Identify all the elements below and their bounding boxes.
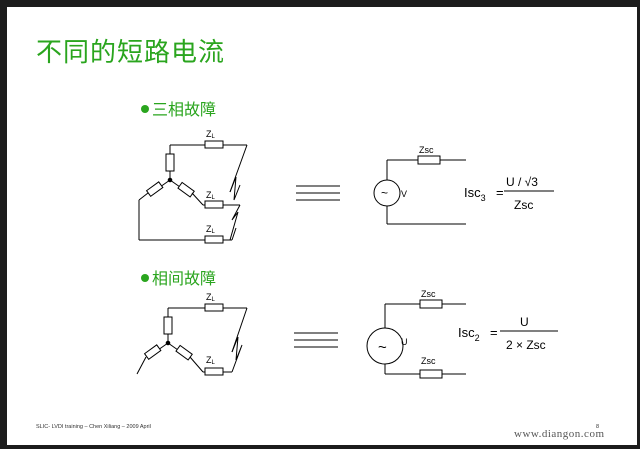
- zsc-label: Zsc: [419, 145, 434, 155]
- formula-denominator: 2 × Zsc: [506, 338, 546, 352]
- source-v-label: V: [401, 189, 407, 199]
- source-u-label: U: [401, 337, 408, 347]
- equivalence-symbols: [294, 185, 340, 348]
- formula-eq: =: [496, 185, 504, 200]
- zl-label: ZL: [206, 355, 216, 366]
- zl-label: ZL: [206, 129, 216, 140]
- slide-footer: SLIC- LVDI training – Chen Xiliang – 200…: [36, 424, 151, 430]
- source-tilde: ~: [378, 339, 387, 356]
- phase-to-phase-circuit: [136, 303, 248, 376]
- equivalent-circuit-1: [373, 155, 466, 225]
- formula-numerator: U: [520, 315, 529, 329]
- zl-labels: ZL ZL ZL ZL ZL: [206, 129, 216, 366]
- zsc-label: Zsc: [421, 289, 436, 299]
- formula-lhs: Isc3: [464, 185, 486, 203]
- formula-lhs: Isc2: [458, 325, 480, 343]
- three-phase-circuit: [138, 140, 248, 244]
- bullet-icon: [141, 273, 149, 282]
- zl-label: ZL: [206, 292, 216, 303]
- section-label: 三相故障: [152, 100, 217, 119]
- formula-three-phase: Isc3 = U / √3 Zsc: [464, 175, 554, 212]
- slide-title: 不同的短路电流: [36, 38, 226, 68]
- formula-eq: =: [490, 325, 498, 340]
- section-three-phase-fault: 三相故障: [141, 96, 216, 120]
- equivalent-circuit-2: [366, 299, 466, 379]
- formula-numerator: U / √3: [506, 175, 538, 189]
- source-tilde: ~: [381, 186, 388, 200]
- section-phase-to-phase-fault: 相间故障: [141, 265, 216, 289]
- formula-denominator: Zsc: [514, 198, 533, 212]
- zl-label: ZL: [206, 224, 216, 235]
- page-number: 8: [596, 424, 600, 430]
- zl-label: ZL: [206, 190, 216, 201]
- watermark: www.diangon.com: [514, 428, 605, 440]
- zsc-label: Zsc: [421, 356, 436, 366]
- bullet-icon: [141, 104, 149, 113]
- formula-phase-to-phase: Isc2 = U 2 × Zsc: [458, 315, 558, 352]
- section-label: 相间故障: [152, 269, 217, 288]
